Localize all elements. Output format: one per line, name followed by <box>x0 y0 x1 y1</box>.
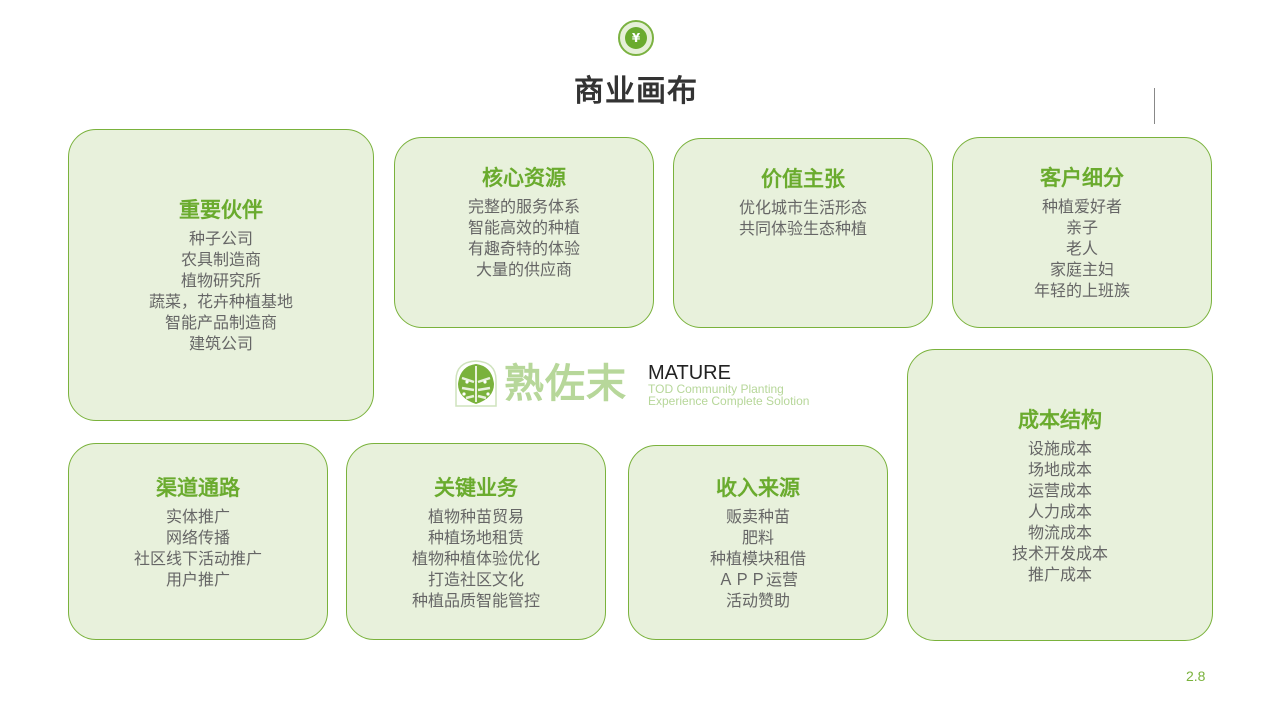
card-title: 客户细分 <box>1040 166 1124 190</box>
list-item: 种植品质智能管控 <box>411 591 540 610</box>
list-item: 种植模块租借 <box>709 549 806 568</box>
card-cost-structure: 成本结构 设施成本 场地成本 运营成本 人力成本 物流成本 技术开发成本 推广成… <box>907 349 1213 641</box>
list-item: 种植爱好者 <box>1041 197 1122 216</box>
list-item: 优化城市生活形态 <box>738 198 867 217</box>
list-item: 种子公司 <box>188 229 253 248</box>
list-item: 设施成本 <box>1027 438 1092 458</box>
card-key-resources: 核心资源 完整的服务体系 智能高效的种植 有趣奇特的体验 大量的供应商 <box>394 137 654 328</box>
list-item: 家庭主妇 <box>1049 260 1114 279</box>
list-item: 活动赞助 <box>725 591 790 610</box>
logo-chinese-name: 熟佐末 <box>504 361 627 407</box>
list-item: 有趣奇特的体验 <box>467 239 580 258</box>
list-item: 种植场地租赁 <box>427 528 524 547</box>
logo-tagline-line1: TOD Community Planting <box>648 382 784 396</box>
logo-tagline-line2: Experience Complete Solotion <box>648 394 810 408</box>
list-item: 智能产品制造商 <box>164 313 277 332</box>
yen-glyph: ¥ <box>625 27 647 49</box>
list-item: 老人 <box>1065 239 1098 258</box>
card-key-partners: 重要伙伴 种子公司 农具制造商 植物研究所 蔬菜，花卉种植基地 智能产品制造商 … <box>68 129 374 421</box>
list-item: 运营成本 <box>1027 480 1092 500</box>
list-item: ＡＰＰ运营 <box>717 570 798 589</box>
list-item: 人力成本 <box>1027 501 1092 521</box>
list-item: 用户推广 <box>165 570 230 589</box>
divider-line <box>1154 88 1155 124</box>
page-number: 2.8 <box>1186 668 1206 684</box>
list-item: 社区线下活动推广 <box>133 549 262 568</box>
card-title: 价值主张 <box>761 167 845 191</box>
list-item: 植物研究所 <box>180 271 261 290</box>
brand-logo: 熟佐末 MATURE TOD Community Planting Experi… <box>452 358 842 410</box>
list-item: 场地成本 <box>1027 459 1092 479</box>
card-title: 收入来源 <box>716 476 800 500</box>
page-title: 商业画布 <box>574 74 698 109</box>
card-title: 关键业务 <box>434 476 518 500</box>
list-item: 植物种苗贸易 <box>427 507 524 526</box>
yen-coin-icon: ¥ <box>618 20 654 56</box>
card-title: 核心资源 <box>482 166 566 190</box>
list-item: 物流成本 <box>1027 522 1092 542</box>
list-item: 打造社区文化 <box>427 570 524 589</box>
list-item: 智能高效的种植 <box>467 218 580 237</box>
card-value-proposition: 价值主张 优化城市生活形态 共同体验生态种植 <box>673 138 933 328</box>
card-title: 成本结构 <box>1018 407 1102 432</box>
list-item: 网络传播 <box>165 528 230 547</box>
list-item: 建筑公司 <box>188 334 253 353</box>
card-customer-segments: 客户细分 种植爱好者 亲子 老人 家庭主妇 年轻的上班族 <box>952 137 1212 328</box>
list-item: 农具制造商 <box>180 250 261 269</box>
list-item: 完整的服务体系 <box>467 197 580 216</box>
card-channels: 渠道通路 实体推广 网络传播 社区线下活动推广 用户推广 <box>68 443 328 640</box>
monstera-leaf-icon <box>455 360 497 407</box>
list-item: 亲子 <box>1065 218 1098 237</box>
list-item: 年轻的上班族 <box>1033 281 1130 300</box>
card-key-activities: 关键业务 植物种苗贸易 种植场地租赁 植物种植体验优化 打造社区文化 种植品质智… <box>346 443 606 640</box>
list-item: 贩卖种苗 <box>725 507 790 526</box>
logo-english-name: MATURE <box>648 362 731 384</box>
list-item: 肥料 <box>741 528 774 547</box>
list-item: 实体推广 <box>165 507 230 526</box>
list-item: 大量的供应商 <box>475 260 572 279</box>
list-item: 植物种植体验优化 <box>411 549 540 568</box>
card-title: 渠道通路 <box>156 476 240 500</box>
list-item: 推广成本 <box>1027 564 1092 584</box>
list-item: 蔬菜，花卉种植基地 <box>148 292 293 311</box>
list-item: 技术开发成本 <box>1011 543 1108 563</box>
card-title: 重要伙伴 <box>179 198 263 222</box>
card-revenue-streams: 收入来源 贩卖种苗 肥料 种植模块租借 ＡＰＰ运营 活动赞助 <box>628 445 888 640</box>
list-item: 共同体验生态种植 <box>738 219 867 238</box>
